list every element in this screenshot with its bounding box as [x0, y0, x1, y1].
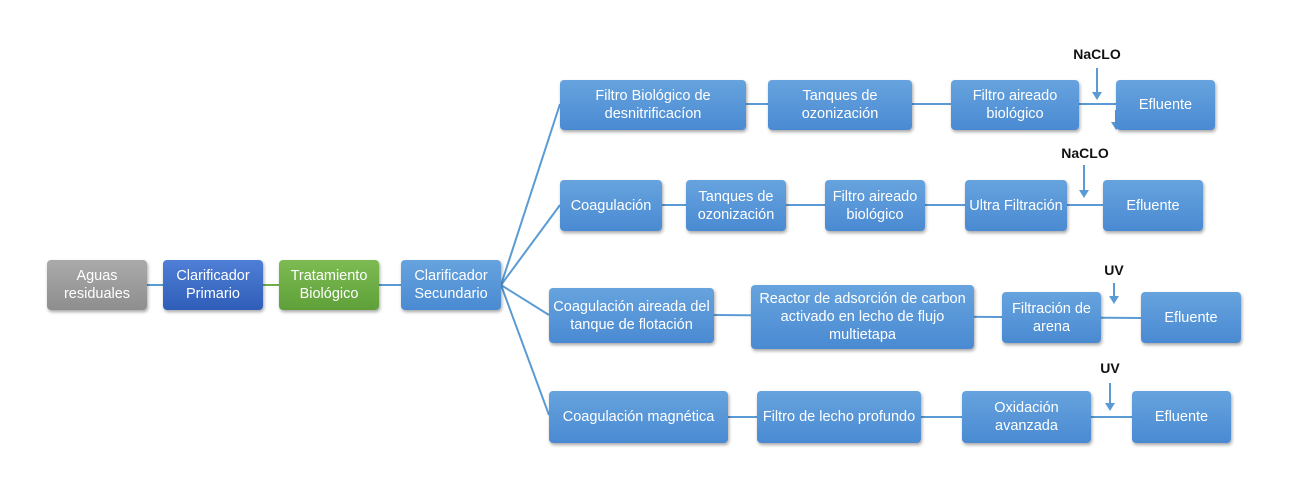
- step-box: Reactor de adsorción de carbon activado …: [751, 285, 974, 349]
- step-box: Coagulación magnética: [549, 391, 728, 443]
- branch-line: [500, 103, 561, 286]
- secondary-clarifier-box: Clarificador Secundario: [401, 260, 501, 310]
- step-box: Tanques de ozonización: [686, 180, 786, 231]
- effluent-box: Efluente: [1132, 391, 1231, 443]
- primary-clarifier-box: Clarificador Primario: [163, 260, 263, 310]
- biological-treatment-box: Tratamiento Biológico: [279, 260, 379, 310]
- step-box: Coagulación aireada del tanque de flotac…: [549, 288, 714, 343]
- branch-line: [500, 284, 550, 416]
- step-box: Filtro aireado biológico: [825, 180, 925, 231]
- step-box: Filtro Biológico de desnitrificacíon: [560, 80, 746, 130]
- step-box: Filtro aireado biológico: [951, 80, 1079, 130]
- step-box: Filtro de lecho profundo: [757, 391, 921, 443]
- step-box: Oxidación avanzada: [962, 391, 1091, 443]
- step-box: Filtración de arena: [1002, 292, 1101, 343]
- dose-label: UV: [1100, 360, 1120, 376]
- effluent-box: Efluente: [1141, 292, 1241, 343]
- source-box: Aguas residuales: [47, 260, 147, 310]
- branch-line: [500, 284, 550, 316]
- step-box: Tanques de ozonización: [768, 80, 912, 130]
- step-box: Coagulación: [560, 180, 662, 231]
- dose-label: NaCLO: [1073, 46, 1121, 62]
- dose-label: UV: [1104, 262, 1124, 278]
- effluent-box: Efluente: [1103, 180, 1203, 231]
- dose-label: NaCLO: [1061, 145, 1109, 161]
- effluent-box: Efluente: [1116, 80, 1215, 130]
- branch-line: [500, 204, 561, 286]
- step-box: Ultra Filtración: [965, 180, 1067, 231]
